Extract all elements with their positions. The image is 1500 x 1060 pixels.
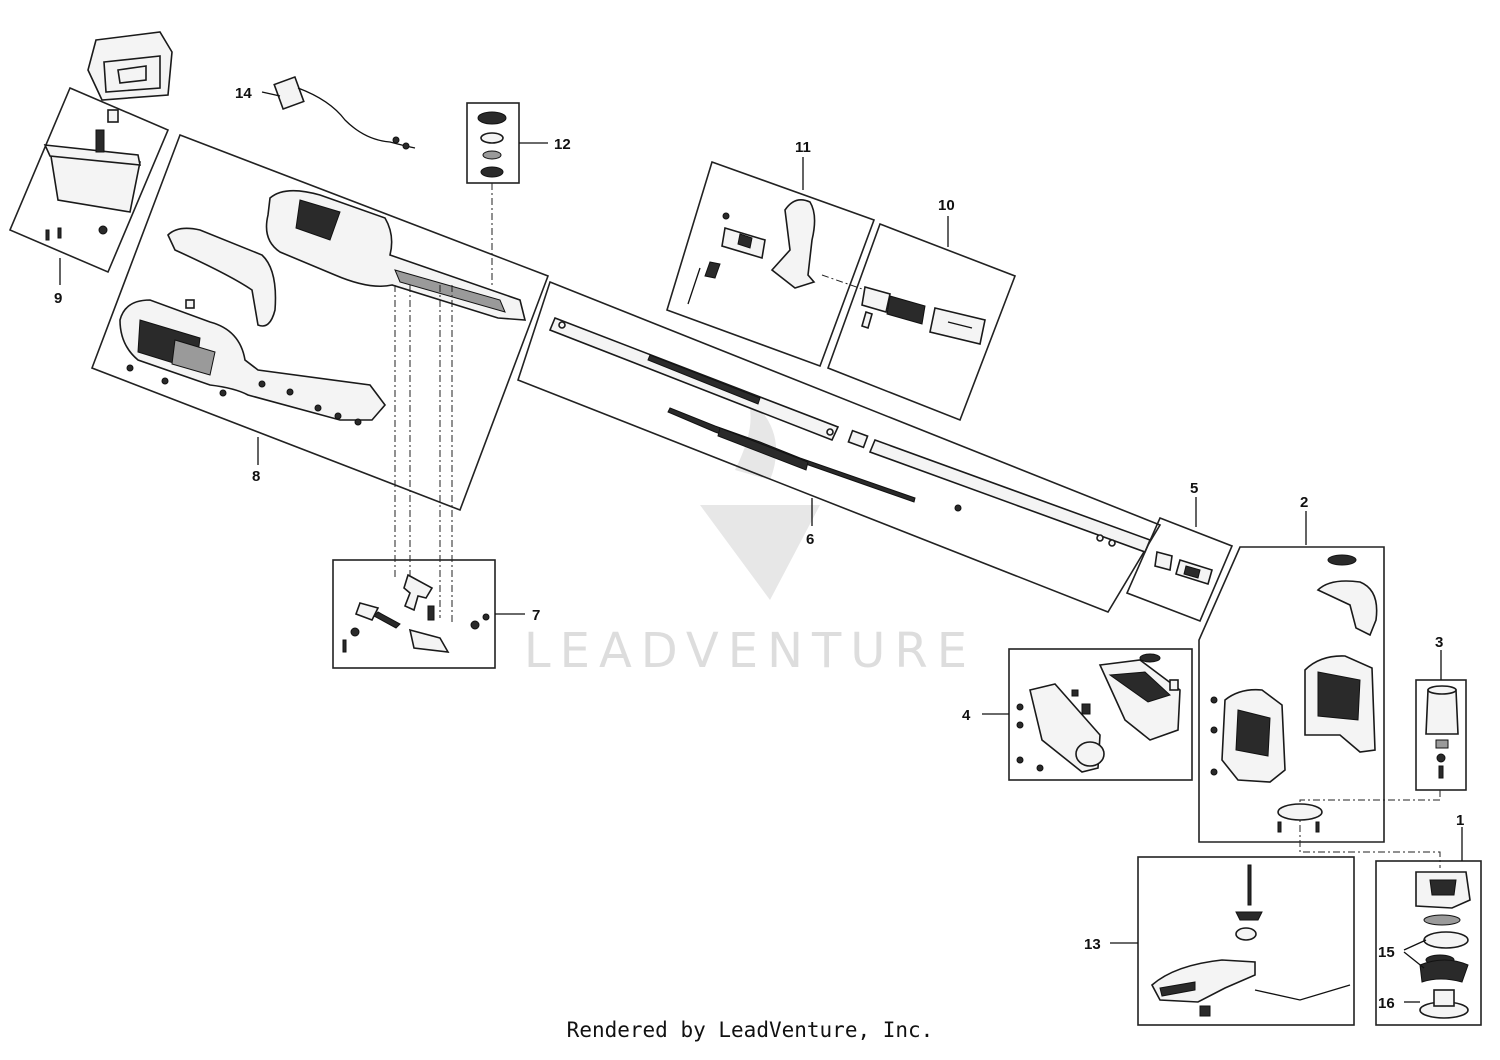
callout-7: 7 bbox=[532, 607, 540, 624]
callout-6: 6 bbox=[806, 531, 814, 548]
callout-leader-14 bbox=[261, 91, 281, 97]
render-credit: Rendered by LeadVenture, Inc. bbox=[566, 1018, 934, 1042]
callout-15: 15 bbox=[1378, 944, 1395, 961]
group-11-handle[interactable] bbox=[666, 160, 876, 368]
group-7-trigger-parts[interactable] bbox=[332, 559, 496, 669]
group-8-main-housing[interactable] bbox=[90, 133, 550, 512]
callout-9: 9 bbox=[54, 290, 62, 307]
group-13-guard[interactable] bbox=[1137, 856, 1355, 1026]
group-2-motor-housing[interactable] bbox=[1198, 546, 1385, 843]
callout-5: 5 bbox=[1190, 480, 1198, 497]
group-6-shaft-assembly[interactable] bbox=[517, 280, 1162, 613]
assembly-dashed-lines bbox=[394, 183, 1441, 868]
battery-pack[interactable] bbox=[87, 31, 173, 101]
group-12-knob-set[interactable] bbox=[466, 102, 520, 184]
watermark-text: LEADVENTURE bbox=[524, 623, 976, 679]
group-4-gearbox[interactable] bbox=[1008, 648, 1193, 781]
callout-3: 3 bbox=[1435, 634, 1443, 651]
callout-leader-15a bbox=[1403, 939, 1427, 951]
callout-16: 16 bbox=[1378, 995, 1395, 1012]
group-3-motor[interactable] bbox=[1415, 679, 1467, 791]
callout-10: 10 bbox=[938, 197, 955, 214]
watermark-logo bbox=[700, 395, 820, 600]
callout-11: 11 bbox=[795, 139, 811, 156]
group-1-spool-housing[interactable] bbox=[1375, 860, 1482, 1026]
callout-13: 13 bbox=[1084, 936, 1101, 953]
callout-14: 14 bbox=[235, 85, 252, 102]
callout-12: 12 bbox=[554, 136, 571, 153]
callout-1: 1 bbox=[1456, 812, 1464, 829]
part-14-wire-harness[interactable] bbox=[273, 75, 416, 150]
group-5-shaft-coupler[interactable] bbox=[1125, 516, 1234, 623]
callout-4: 4 bbox=[962, 707, 971, 724]
group-10-handle-grip[interactable] bbox=[821, 222, 1017, 422]
callout-leader-15b bbox=[1403, 951, 1425, 969]
group-9-battery-holder[interactable] bbox=[8, 86, 170, 274]
callout-2: 2 bbox=[1300, 494, 1308, 511]
callout-8: 8 bbox=[252, 468, 260, 485]
